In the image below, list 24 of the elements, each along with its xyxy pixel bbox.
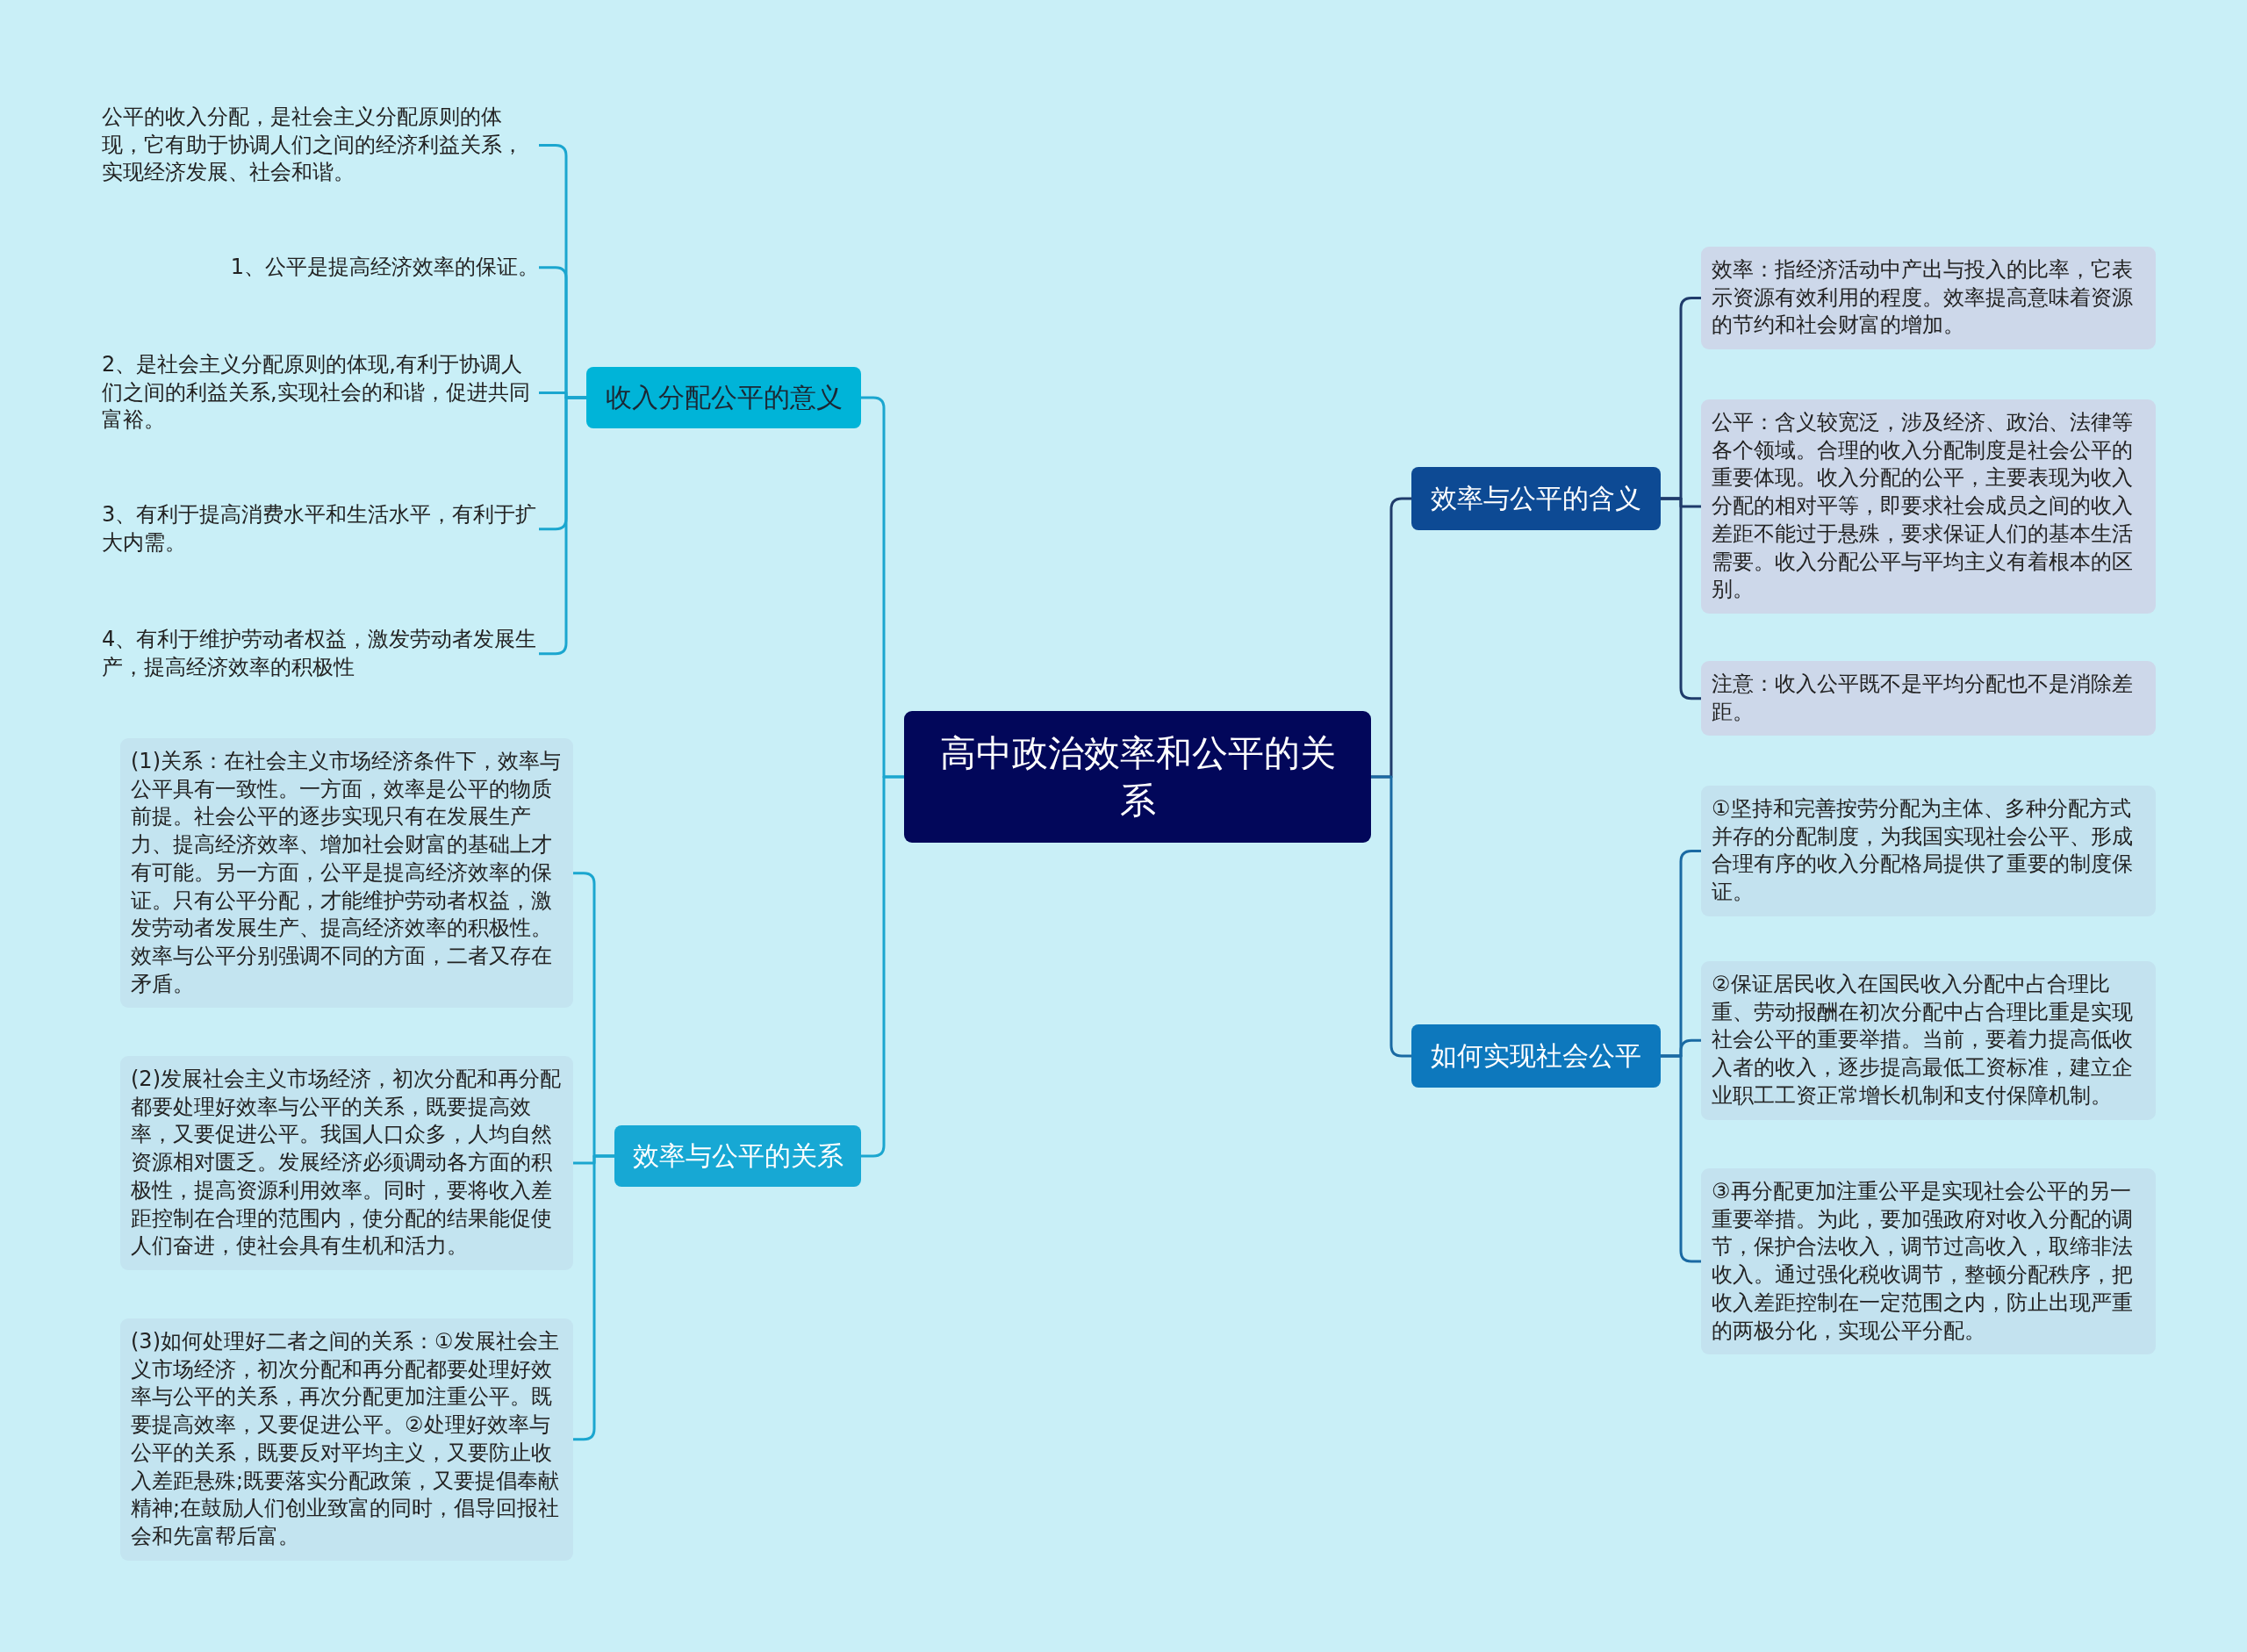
connector-line [1661, 497, 1701, 700]
note-text: 公平的收入分配，是社会主义分配原则的体现，它有助于协调人们之间的经济利益关系，实现经济发展、社会和谐。 [102, 104, 539, 188]
connector-line [573, 1154, 614, 1441]
branch-topic-box: 收入分配公平的意义 [586, 367, 861, 428]
note-box: ②保证居民收入在国民收入分配中占合理比重、劳动报酬在初次分配中占合理比重是实现社会公平的重要举措。当前，要着力提高低收入者的收入，逐步提高最低工资标准，建立企业职工工资正常增长机制和支付保障机制。 [1701, 961, 2156, 1120]
central-topic-box: 高中政治效率和公平的关系 [904, 711, 1371, 843]
branch-topic-box: 效率与公平的含义 [1411, 467, 1661, 530]
note-text: 2、是社会主义分配原则的体现,有利于协调人们之间的利益关系,实现社会的和谐，促进共同富裕。 [102, 351, 539, 435]
branch-topic-box: 效率与公平的关系 [614, 1125, 861, 1187]
note-box: (2)发展社会主义市场经济，初次分配和再分配都要处理好效率与公平的关系，既要提高效率，又要促进公平。我国人口众多，人均自然资源相对匮乏。发展经济必须调动各方面的积极性，提高资源利用效率。同时，要将收入差距控制在合理的范围内，使分配的结果能促使人们奋进，使社会具有生机和活力。 [120, 1056, 573, 1270]
note-box: (3)如何处理好二者之间的关系：①发展社会主义市场经济，初次分配和再分配都要处理好效率与公平的关系，再次分配更加注重公平。既要提高效率，又要促进公平。②处理好效率与公平的关系，既要反对平均主义，又要防止收入差距悬殊;既要落实分配政策，又要提倡奉献精神;在鼓励人们创业致富的同时，倡导回报社会和先富帮后富。 [120, 1318, 573, 1561]
note-box: 注意：收入公平既不是平均分配也不是消除差距。 [1701, 661, 2156, 736]
note-text: 1、公平是提高经济效率的保证。 [230, 254, 539, 282]
note-text: 4、有利于维护劳动者权益，激发劳动者发展生产，提高经济效率的积极性 [102, 626, 539, 682]
note-box: ①坚持和完善按劳分配为主体、多种分配方式并存的分配制度，为我国实现社会公平、形成合理有序的收入分配格局提供了重要的制度保证。 [1701, 786, 2156, 916]
branch-topic-box: 如何实现社会公平 [1411, 1024, 1661, 1088]
connector-line [1371, 775, 1411, 1058]
note-text: 3、有利于提高消费水平和生活水平，有利于扩大内需。 [102, 501, 539, 557]
note-box: 效率：指经济活动中产出与投入的比率，它表示资源有效利用的程度。效率提高意味着资源的节约和社会财富的增加。 [1701, 247, 2156, 350]
note-box: ③再分配更加注重公平是实现社会公平的另一重要举措。为此，要加强政府对收入分配的调节，保护合法收入，调节过高收入，取缔非法收入。通过强化税收调节，整顿分配秩序，把收入差距控制在一定范围之内，防止出现严重的两极分化，实现公平分配。 [1701, 1168, 2156, 1355]
connector-line [861, 775, 904, 1158]
note-box: 公平：含义较宽泛，涉及经济、政治、法律等各个领域。合理的收入分配制度是社会公平的重要体现。收入分配的公平，主要表现为收入分配的相对平等，即要求社会成员之间的收入差距不能过于悬殊，要求保证人们的基本生活需要。收入分配公平与平均主义有着根本的区别。 [1701, 399, 2156, 614]
connector-line [1661, 1054, 1701, 1263]
note-box: (1)关系：在社会主义市场经济条件下，效率与公平具有一致性。一方面，效率是公平的物质前提。社会公平的逐步实现只有在发展生产力、提高经济效率、增加社会财富的基础上才有可能。另一方面，公平是提高经济效率的保证。只有公平分配，才能维护劳动者权益，激发劳动者发展生产、提高经济效率的积极性。效率与公平分别强调不同的方面，二者又存在矛盾。 [120, 738, 573, 1009]
